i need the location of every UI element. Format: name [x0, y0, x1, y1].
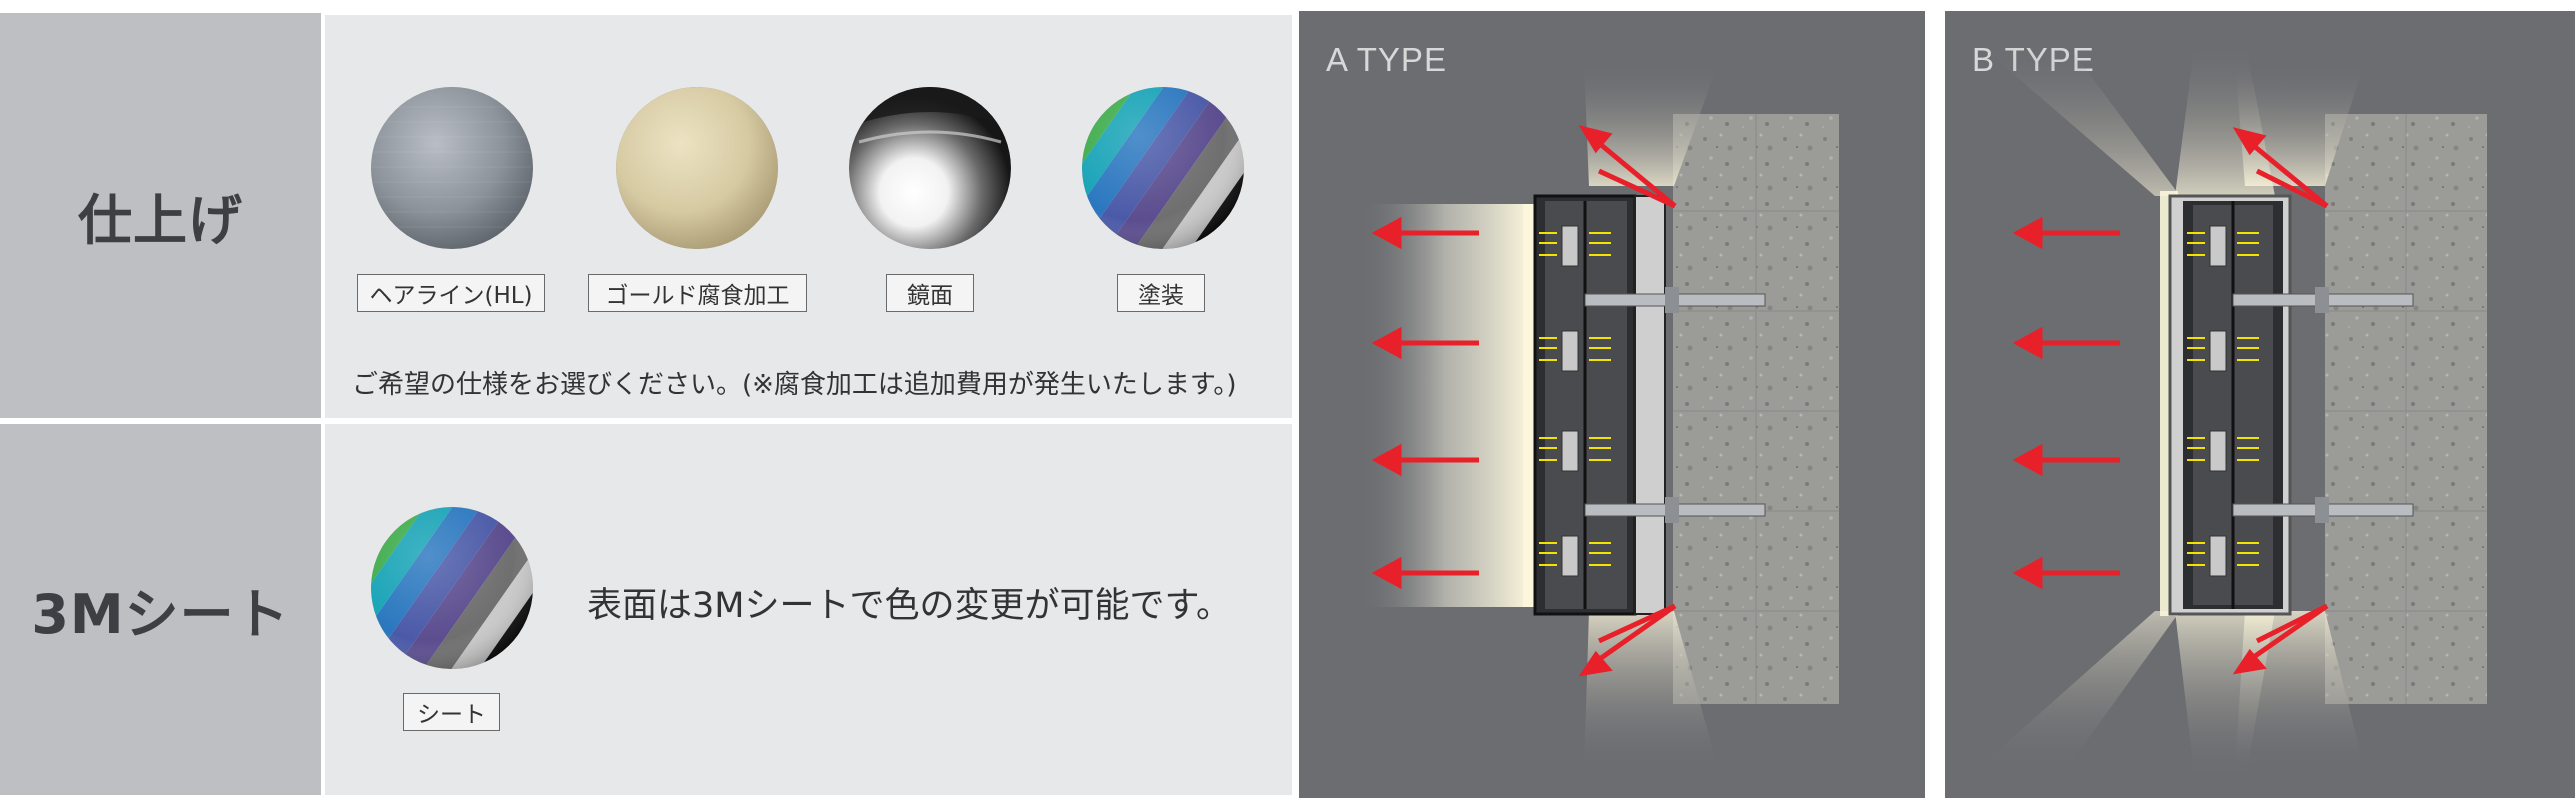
a-type-panel: A TYPE — [1299, 11, 1925, 798]
sheet-note: 表面は3Mシートで色の変更が可能です。 — [587, 586, 1231, 626]
light-direction-arrows — [2012, 127, 2329, 675]
sheet-swatch[interactable] — [371, 507, 533, 669]
finish-option-label[interactable]: ゴールド腐食加工 — [588, 274, 807, 312]
a-type-diagram — [1359, 61, 1839, 771]
anchor-bolts — [1584, 287, 1766, 523]
sheet-content-cell: シート 表面は3Mシートで色の変更が可能です。 — [325, 424, 1292, 795]
rainbow-texture-icon — [1082, 87, 1244, 249]
finish-content-cell: ヘアライン(HL) ゴールド腐食加工 鏡面 塗装 ご希望の仕様をお選びください。… — [325, 15, 1292, 418]
mirror-swatch[interactable] — [849, 87, 1011, 249]
sheet-option-label[interactable]: シート — [403, 693, 500, 731]
hairline-swatch[interactable] — [371, 87, 533, 249]
finish-option-label[interactable]: 塗装 — [1117, 274, 1205, 312]
light-direction-arrows — [1371, 125, 1677, 677]
b-type-panel: B TYPE — [1945, 11, 2575, 798]
finish-header-cell: 仕上げ — [0, 13, 321, 418]
rainbow-texture-icon — [371, 507, 533, 669]
b-type-diagram — [1975, 41, 2487, 781]
hairline-texture-icon — [371, 87, 533, 249]
finish-option-label[interactable]: 鏡面 — [886, 274, 974, 312]
mirror-texture-icon — [849, 87, 1011, 249]
gold-swatch[interactable] — [616, 87, 778, 249]
sheet-header-cell: 3Mシート — [0, 424, 321, 795]
a-type-title: A TYPE — [1326, 41, 1447, 78]
paint-swatch[interactable] — [1082, 87, 1244, 249]
anchor-bolts — [2232, 287, 2414, 523]
finish-note: ご希望の仕様をお選びください。(※腐食加工は追加費用が発生いたします。) — [352, 370, 1237, 400]
gold-texture-icon — [616, 87, 778, 249]
sheet-header: 3Mシート — [31, 583, 290, 646]
finish-header: 仕上げ — [78, 189, 243, 252]
finish-option-label[interactable]: ヘアライン(HL) — [357, 274, 545, 312]
